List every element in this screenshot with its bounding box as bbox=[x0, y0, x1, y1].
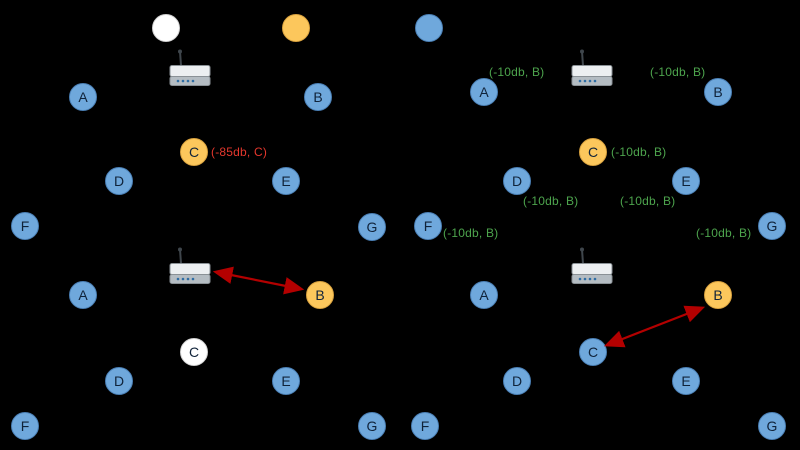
node-bottom-right-F: F bbox=[411, 412, 439, 440]
signal-annotation-top-right-C: (-10db, B) bbox=[611, 145, 667, 159]
signal-annotation-top-right-F: (-10db, B) bbox=[443, 226, 499, 240]
signal-annotation-top-right-E: (-10db, B) bbox=[620, 194, 676, 208]
signal-annotation-top-right-D: (-10db, B) bbox=[523, 194, 579, 208]
router-icon-bottom-left bbox=[167, 247, 213, 294]
signal-annotation-top-left-C: (-85db, C) bbox=[211, 145, 268, 159]
node-bottom-right-A: A bbox=[470, 281, 498, 309]
legend-marker-yellow bbox=[282, 14, 310, 42]
node-top-right-C: C bbox=[579, 138, 607, 166]
legend-marker-blue bbox=[415, 14, 443, 42]
node-top-right-B: B bbox=[704, 78, 732, 106]
node-top-left-C: C bbox=[180, 138, 208, 166]
signal-annotation-top-right-G: (-10db, B) bbox=[696, 226, 752, 240]
node-bottom-left-C: C bbox=[180, 338, 208, 366]
node-top-right-D: D bbox=[503, 167, 531, 195]
node-top-right-A: A bbox=[470, 78, 498, 106]
node-top-left-E: E bbox=[272, 167, 300, 195]
node-bottom-left-E: E bbox=[272, 367, 300, 395]
router-icon-top-left bbox=[167, 49, 213, 96]
arrow-router-to-B bbox=[212, 266, 305, 295]
node-bottom-right-B: B bbox=[704, 281, 732, 309]
node-top-right-E: E bbox=[672, 167, 700, 195]
node-top-right-G: G bbox=[758, 212, 786, 240]
node-top-left-B: B bbox=[304, 83, 332, 111]
node-bottom-right-E: E bbox=[672, 367, 700, 395]
node-top-left-F: F bbox=[11, 212, 39, 240]
router-icon-bottom-right bbox=[569, 247, 615, 294]
node-top-left-G: G bbox=[358, 213, 386, 241]
node-bottom-left-B: B bbox=[306, 281, 334, 309]
node-top-left-A: A bbox=[69, 83, 97, 111]
signal-annotation-top-right-B: (-10db, B) bbox=[650, 65, 706, 79]
legend-marker-white bbox=[152, 14, 180, 42]
node-top-right-F: F bbox=[414, 212, 442, 240]
node-bottom-right-G: G bbox=[758, 412, 786, 440]
arrow-C-to-B bbox=[603, 305, 706, 348]
node-top-left-D: D bbox=[105, 167, 133, 195]
router-icon-top-right bbox=[569, 49, 615, 96]
node-bottom-left-F: F bbox=[11, 412, 39, 440]
node-bottom-right-D: D bbox=[503, 367, 531, 395]
node-bottom-left-G: G bbox=[358, 412, 386, 440]
signal-annotation-top-right-A: (-10db, B) bbox=[489, 65, 545, 79]
node-bottom-left-A: A bbox=[69, 281, 97, 309]
node-bottom-right-C: C bbox=[579, 338, 607, 366]
node-bottom-left-D: D bbox=[105, 367, 133, 395]
